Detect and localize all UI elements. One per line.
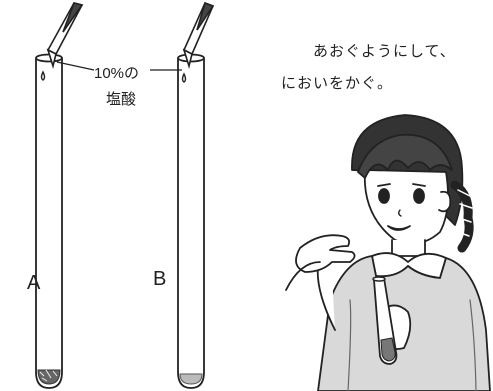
tube-a-label: A xyxy=(27,272,41,294)
tube-b-label: B xyxy=(153,268,167,290)
tube-a-body xyxy=(35,58,63,389)
acid-leader-line-a xyxy=(56,61,95,71)
test-tube-b xyxy=(177,53,205,389)
acid-label-percent: 10%の xyxy=(94,65,140,82)
dropper-b xyxy=(182,1,215,69)
acid-label-name: 塩酸 xyxy=(106,91,137,108)
tube-b-body xyxy=(177,58,205,389)
instruction-line-1: あおぐようにして、 xyxy=(313,43,456,60)
tube-b-powder xyxy=(179,373,203,385)
tube-a-sediment xyxy=(37,369,61,385)
drop-a xyxy=(40,70,46,81)
dropper-a xyxy=(46,2,84,69)
instruction-line-2: においをかぐ。 xyxy=(281,75,394,92)
drop-b xyxy=(181,72,187,83)
girl-smelling-illustration xyxy=(285,114,491,391)
test-tube-a xyxy=(35,53,63,389)
